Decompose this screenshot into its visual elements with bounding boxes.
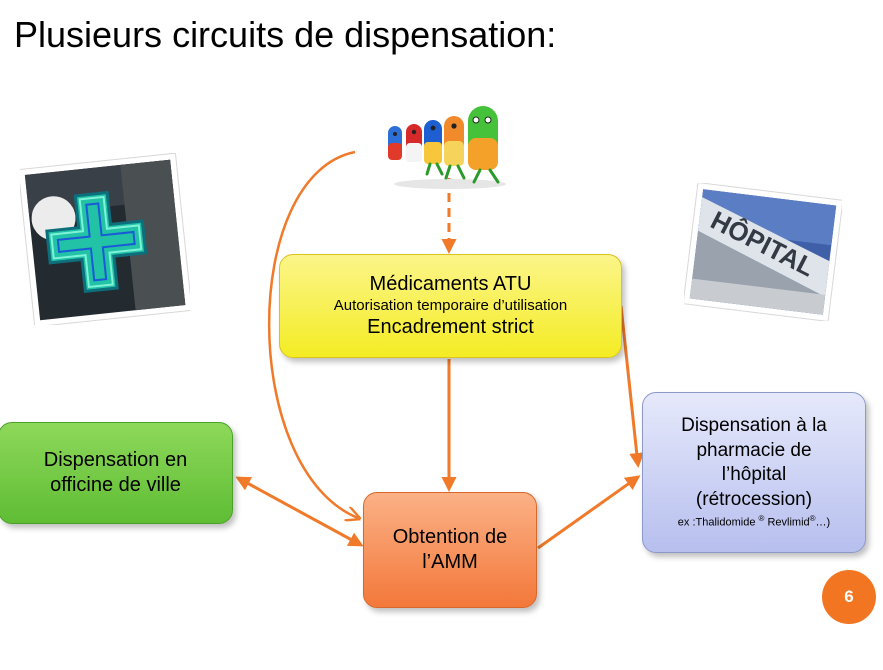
pills-image	[388, 106, 506, 189]
reg-mark-2: ®	[809, 513, 816, 523]
hospital-sign-image: HÔPITAL	[684, 183, 842, 321]
hopital-line-1: Dispensation à la	[681, 415, 827, 437]
officine-line-1: Dispensation en	[43, 449, 188, 471]
hopital-line-3: l’hôpital	[721, 464, 787, 486]
officine-line-2: officine de ville	[50, 474, 181, 496]
node-dispensation-officine: Dispensation en officine de ville	[0, 422, 233, 524]
atu-title: Médicaments ATU	[369, 272, 532, 295]
hopital-line-4: (rétrocession)	[695, 489, 813, 511]
node-obtention-amm: Obtention de l’AMM	[363, 492, 537, 608]
atu-subtitle: Autorisation temporaire d’utilisation	[333, 296, 568, 314]
example-prefix: ex :Thalidomide	[677, 516, 759, 529]
node-dispensation-hopital: Dispensation à la pharmacie de l’hôpital…	[642, 392, 866, 553]
arrow-atu-to-hopital	[619, 305, 645, 468]
atu-note: Encadrement strict	[367, 316, 534, 339]
node-medicaments-atu: Médicaments ATU Autorisation temporaire …	[279, 254, 622, 358]
arrow-amm-to-hopital	[537, 475, 641, 550]
hopital-line-2: pharmacie de	[696, 439, 812, 461]
pharmacy-cross-image	[20, 153, 190, 325]
arrow-amm-officine	[235, 476, 364, 547]
example-middle: Revlimid	[764, 516, 810, 529]
amm-line-2: l’AMM	[422, 551, 478, 573]
slide-title: Plusieurs circuits de dispensation:	[14, 14, 557, 55]
amm-line-1: Obtention de	[392, 526, 508, 548]
hopital-example: ex :Thalidomide ® Revlimid®…)	[678, 513, 830, 531]
example-suffix: …)	[815, 516, 831, 529]
page-number-badge: 6	[822, 570, 876, 624]
reg-mark-1: ®	[758, 513, 765, 523]
